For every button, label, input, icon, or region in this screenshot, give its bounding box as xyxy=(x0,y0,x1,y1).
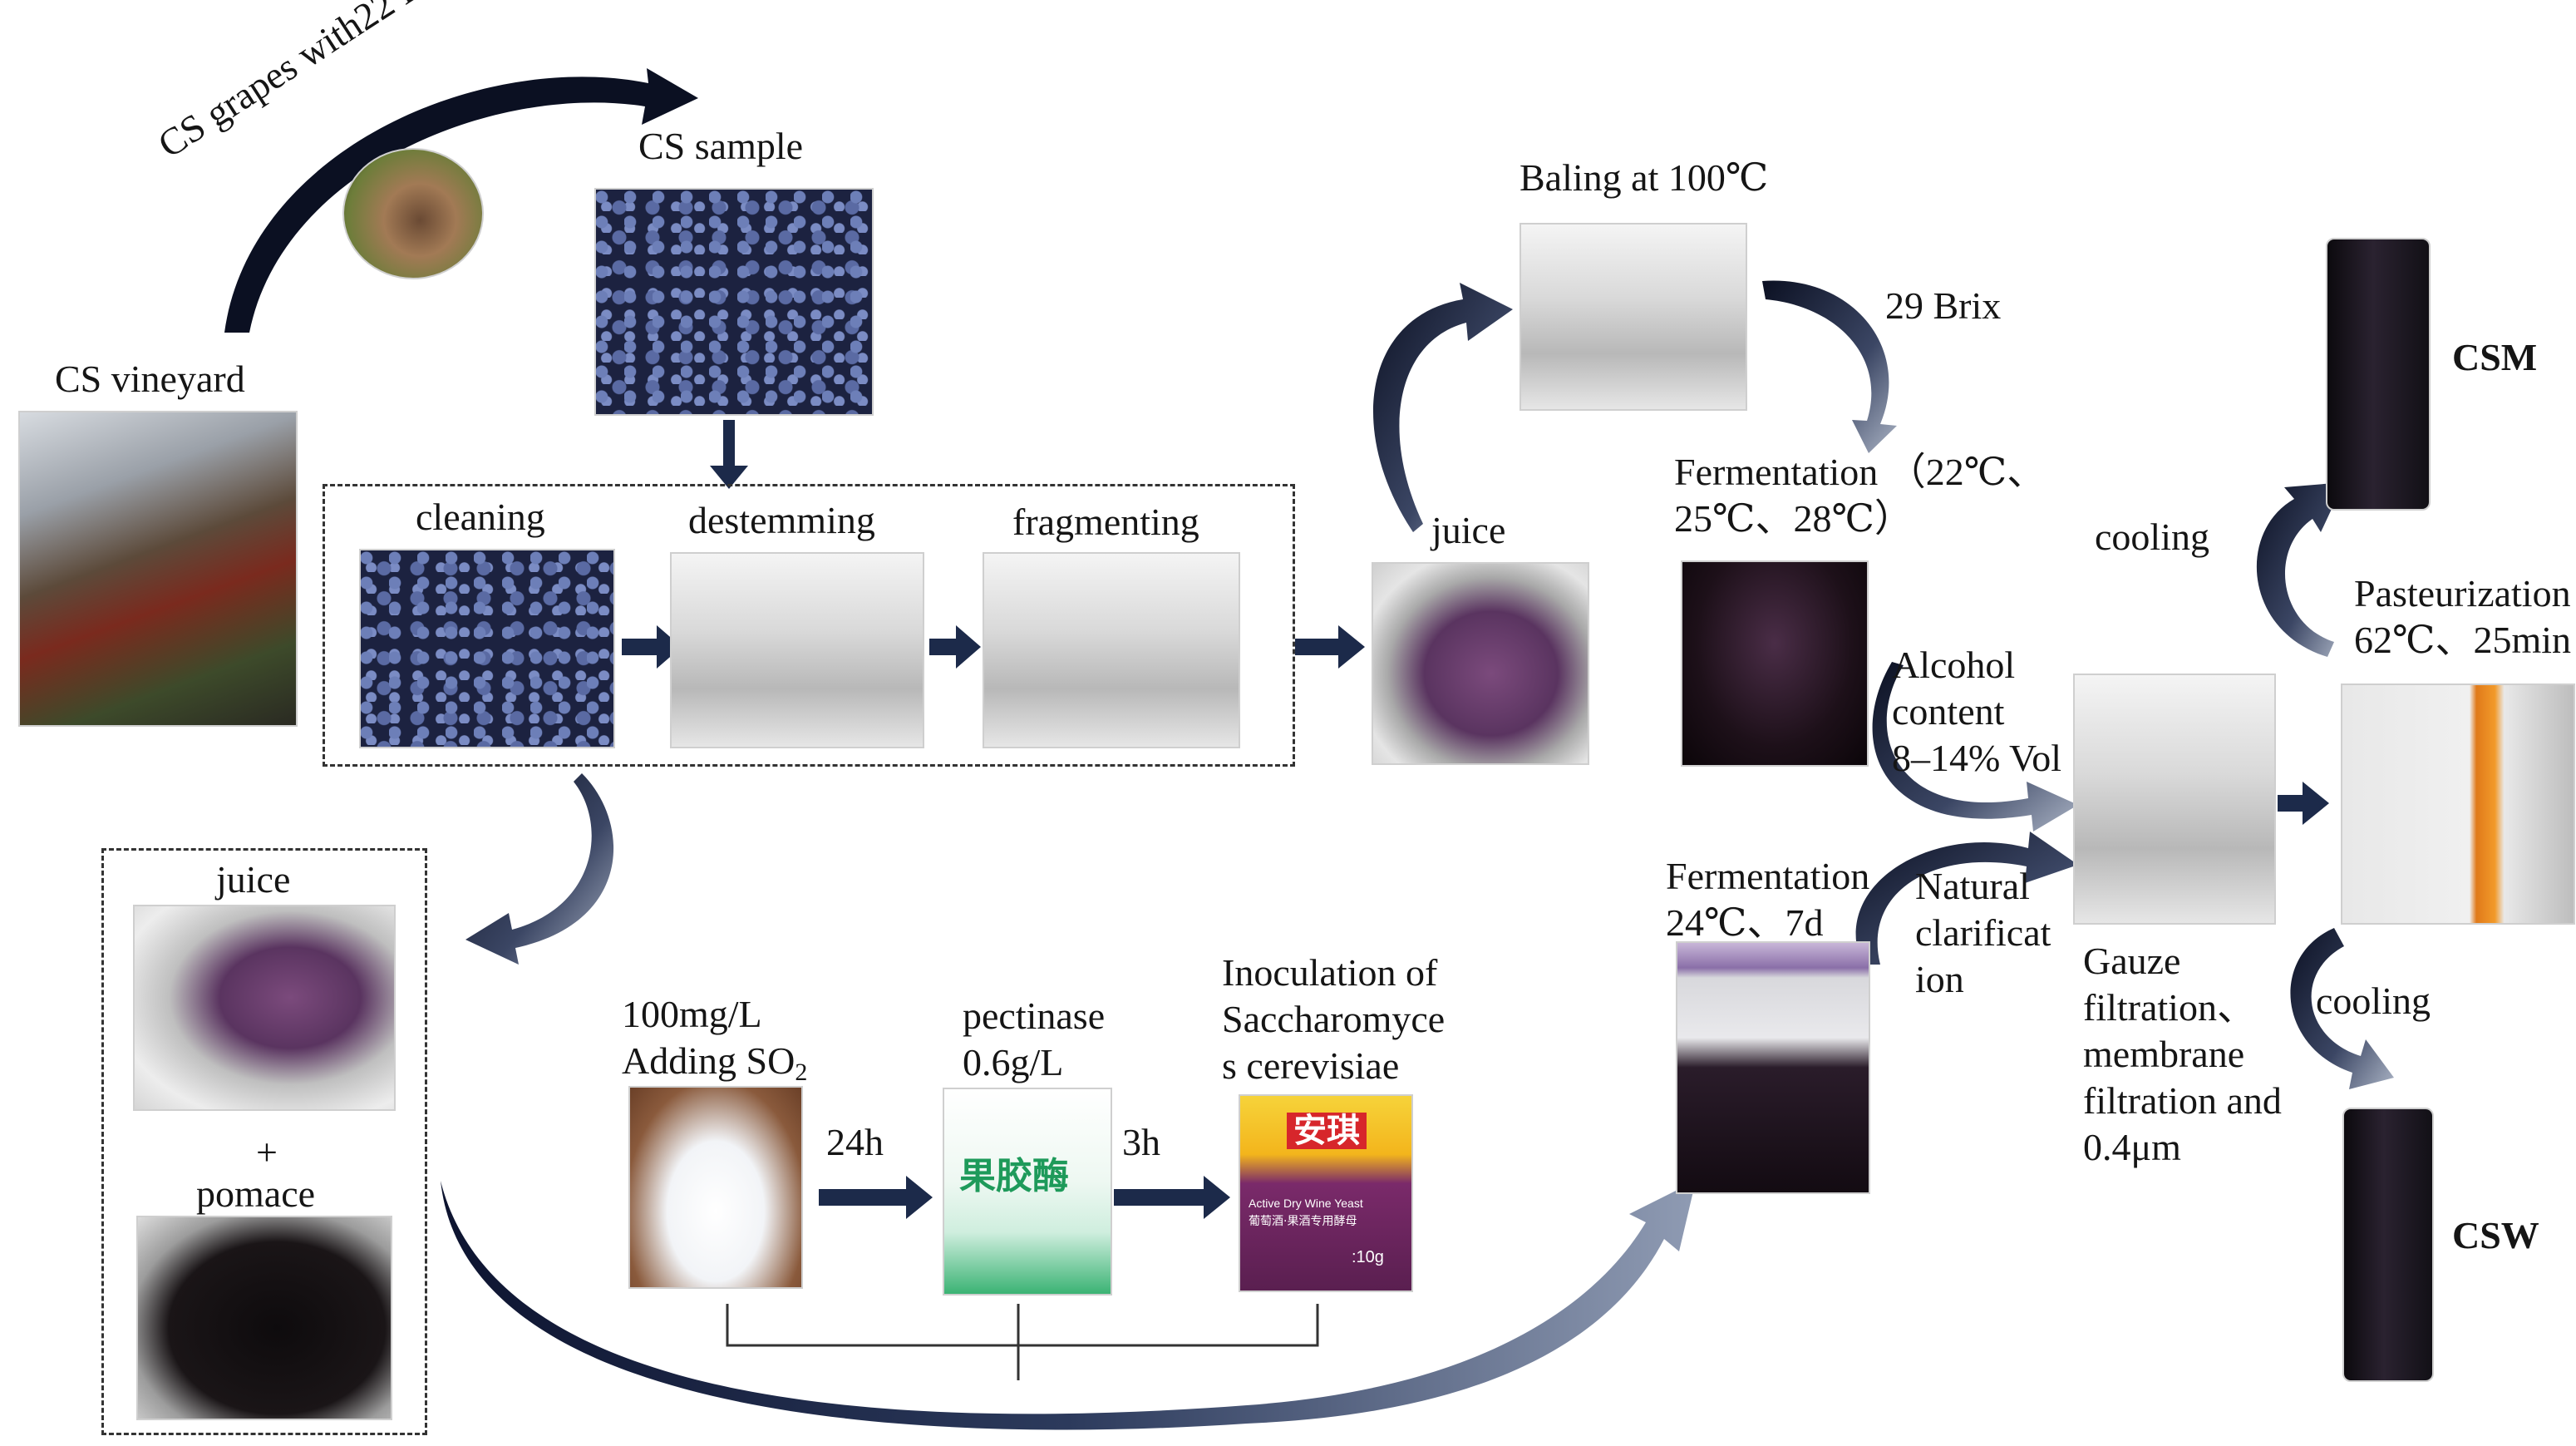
pectinase-to-yeast-arrow xyxy=(1114,1176,1230,1219)
csw-bottle-photo xyxy=(2342,1108,2434,1382)
fermentation-jar-photo xyxy=(1681,560,1869,767)
pectinase-line2: 0.6g/L xyxy=(963,1041,1064,1083)
baling-label: Baling at 100℃ xyxy=(1519,156,1769,199)
cs-vineyard-photo xyxy=(18,411,298,727)
juice-to-baling-curve-arrow xyxy=(1373,283,1513,532)
fermentation-1-line1: Fermentation （22℃、 xyxy=(1674,451,2046,493)
cooling-bottom-label: cooling xyxy=(2316,980,2431,1022)
alcohol-to-filtration-curve-arrow xyxy=(1872,662,2078,832)
pectinase-package-text: 果胶酶 xyxy=(959,1155,1069,1197)
fermentation-2-line2: 24℃、7d xyxy=(1666,901,1824,944)
cleaning-label: cleaning xyxy=(416,496,545,538)
fragmenting-label: fragmenting xyxy=(1012,501,1199,543)
yeast-cn-text: 葡萄酒·果酒专用酵母 xyxy=(1249,1215,1357,1228)
duration-24h-label: 24h xyxy=(826,1121,884,1163)
box-to-juice-arrow xyxy=(1295,625,1365,669)
pasteurization-to-csm-curve-arrow xyxy=(2256,482,2344,657)
baling-to-fermentation-curve-arrow xyxy=(1762,280,1897,453)
juice-top-label: juice xyxy=(1431,509,1506,551)
alcohol-line2: content xyxy=(1892,690,2005,733)
destemming-to-fragmenting-arrow xyxy=(929,625,981,669)
pomace-photo xyxy=(136,1216,392,1420)
yeast-brand-text: 安琪 xyxy=(1287,1113,1367,1149)
pretreatment-dashed-box xyxy=(323,484,1295,767)
so2-subscript: 2 xyxy=(795,1059,808,1086)
grapes-hand-photo xyxy=(342,148,484,279)
inoculation-line2: Saccharomyce xyxy=(1222,998,1446,1040)
plus-label: + xyxy=(256,1131,278,1173)
sample-down-arrow xyxy=(710,420,748,489)
brix-29-label: 29 Brix xyxy=(1885,284,2002,327)
so2-line2-text: Adding SO xyxy=(622,1039,795,1082)
gauze-line2: filtration、 xyxy=(2083,986,2255,1029)
so2-powder-photo xyxy=(628,1086,803,1289)
fermentation-2-line1: Fermentation xyxy=(1666,855,1870,897)
cs-sample-photo xyxy=(594,188,874,416)
clarification-line3: ion xyxy=(1915,958,1964,1000)
gauze-line5: 0.4μm xyxy=(2083,1126,2181,1168)
box-to-pomace-curve-arrow xyxy=(465,773,614,965)
yeast-package: 安琪 Active Dry Wine Yeast 葡萄酒·果酒专用酵母 :10g xyxy=(1239,1094,1413,1292)
pectinase-line1: pectinase xyxy=(963,994,1106,1037)
juice-pot-photo xyxy=(1372,562,1589,765)
destemming-machine-photo xyxy=(670,552,924,748)
gauze-line3: membrane xyxy=(2083,1033,2245,1075)
cooling-top-label: cooling xyxy=(2095,516,2209,558)
juice-left-label: juice xyxy=(216,858,291,901)
so2-to-pectinase-arrow xyxy=(819,1176,933,1219)
gauze-line4: filtration and xyxy=(2083,1079,2282,1122)
clarification-line2: clarificat xyxy=(1915,911,2051,954)
inoculation-line3: s cerevisiae xyxy=(1222,1044,1400,1087)
so2-line1: 100mg/L xyxy=(622,993,762,1035)
fragmenting-machine-photo xyxy=(983,552,1240,748)
clarification-line1: Natural xyxy=(1915,865,2030,907)
pasteurizer-photo xyxy=(2341,684,2575,925)
juice-pomace-dashed-box xyxy=(101,848,427,1435)
baling-kettle-photo xyxy=(1519,223,1747,411)
filtration-unit-photo xyxy=(2073,674,2276,925)
duration-3h-label: 3h xyxy=(1122,1121,1160,1163)
yeast-en-text: Active Dry Wine Yeast xyxy=(1249,1197,1363,1210)
pasteurization-line1: Pasteurization xyxy=(2354,572,2571,614)
cs-vineyard-label: CS vineyard xyxy=(55,358,245,400)
csm-label: CSM xyxy=(2452,336,2538,378)
clarification-to-filtration-curve-arrow xyxy=(1855,832,2078,965)
inoculation-line1: Inoculation of xyxy=(1222,951,1438,994)
yeast-weight-text: :10g xyxy=(1352,1248,1384,1266)
destemming-label: destemming xyxy=(688,499,875,541)
alcohol-line3: 8–14% Vol xyxy=(1892,737,2062,779)
alcohol-line1: Alcohol xyxy=(1892,644,2016,686)
cs-sample-label: CS sample xyxy=(638,125,804,167)
pectinase-package: 果胶酶 xyxy=(943,1088,1112,1295)
fermentation-bucket-photo xyxy=(1676,941,1870,1194)
treatment-bracket xyxy=(726,1304,1319,1380)
fermentation-1-line2: 25℃、28℃） xyxy=(1674,497,1913,540)
vineyard-to-sample-curve-arrow xyxy=(224,68,698,333)
csm-bottle-photo xyxy=(2326,238,2431,511)
csw-label: CSW xyxy=(2452,1214,2539,1256)
juice-left-photo xyxy=(133,905,396,1111)
gauze-line1: Gauze xyxy=(2083,940,2181,982)
pasteurization-line2: 62℃、25min xyxy=(2354,619,2572,661)
filtration-to-pasteurization-arrow xyxy=(2278,782,2329,825)
cleaning-to-destemming-arrow xyxy=(622,625,682,669)
pomace-label: pomace xyxy=(196,1172,316,1215)
pasteurization-to-csw-curve-arrow xyxy=(2290,928,2394,1089)
so2-line2: Adding SO2 xyxy=(622,1038,807,1096)
cleaning-photo xyxy=(359,549,615,748)
